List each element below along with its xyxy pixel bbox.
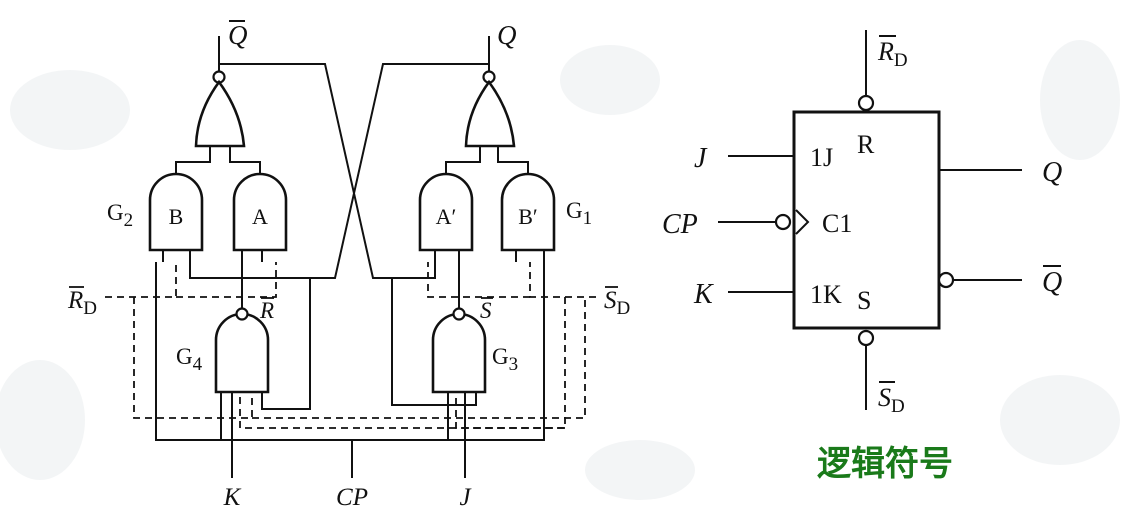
- g4-bubble: [235, 307, 249, 321]
- wire-b-to-nor: [175, 146, 211, 176]
- svg-text:Q: Q: [1042, 267, 1062, 298]
- r-node-label: R: [259, 297, 274, 323]
- svg-text:RD: RD: [877, 37, 908, 71]
- clock-bus: [155, 262, 545, 441]
- sd-label: SD: [604, 286, 630, 319]
- symbol-cp-bubble: [774, 213, 792, 231]
- q-label: Q: [497, 20, 517, 50]
- symbol-sd-bubble: [857, 329, 875, 347]
- feedback-qbar-to-aprime: [219, 63, 436, 279]
- symbol-qbar-bubble: [937, 271, 955, 289]
- g3-label: G3: [492, 344, 518, 375]
- g3-bubble: [452, 307, 466, 321]
- symbol-rd-label: RD: [877, 35, 908, 71]
- svg-text:S: S: [480, 298, 492, 323]
- wire-a-to-nor: [229, 146, 261, 176]
- and-gate-a: [232, 172, 288, 252]
- background-texture: [0, 40, 1120, 500]
- g1-label: G1: [566, 198, 592, 229]
- pin-r-label: R: [857, 130, 875, 159]
- g2-label: G2: [107, 200, 133, 231]
- qbar-label: Q: [228, 20, 248, 50]
- svg-text:SD: SD: [604, 287, 630, 319]
- symbol-sd-label: SD: [878, 381, 905, 417]
- wire-aprime-to-nor: [445, 146, 481, 176]
- gate-aprime-label: A′: [436, 204, 457, 229]
- svg-text:RD: RD: [67, 287, 97, 319]
- pin-c1-label: C1: [822, 209, 852, 238]
- symbol-box: [792, 110, 941, 330]
- symbol-rd-bubble: [857, 94, 875, 112]
- k-input-label: K: [223, 484, 242, 511]
- symbol-cp-label: CP: [662, 209, 698, 240]
- feedback-into-g4: [261, 278, 311, 410]
- gate-b-label: B: [169, 204, 184, 229]
- rd-label: RD: [67, 286, 97, 319]
- nor-gate-right: [464, 79, 516, 148]
- svg-text:R: R: [259, 298, 274, 323]
- symbol-k-label: K: [693, 279, 714, 310]
- g4-label: G4: [176, 344, 203, 375]
- pin-s-label: S: [857, 286, 871, 315]
- svg-text:SD: SD: [878, 383, 905, 417]
- nor-gate-left: [194, 79, 246, 148]
- gate-a-label: A: [252, 204, 268, 229]
- symbol-qbar-label: Q: [1042, 265, 1062, 298]
- sd-dashed-net: [529, 262, 596, 298]
- caption-logic-symbol: 逻辑符号: [817, 444, 953, 484]
- and-gate-b: [148, 172, 204, 252]
- svg-text:Q: Q: [228, 20, 248, 50]
- logic-symbol: RD SD R S 1J C1 1K J CP K Q Q 逻辑符号: [662, 30, 1062, 484]
- pin-1j-label: 1J: [810, 143, 833, 172]
- nand-gate-g4: [214, 312, 270, 394]
- wire-bprime-to-nor: [497, 146, 529, 176]
- gate-bprime-label: B′: [518, 204, 538, 229]
- feedback-into-g3: [391, 278, 477, 406]
- cp-input-label: CP: [336, 484, 368, 511]
- s-node-label: S: [480, 297, 493, 323]
- clock-edge-triangle: [795, 209, 810, 235]
- feedback-q-to-b: [189, 63, 489, 279]
- circuit: Q Q B A A′ B′ G2 G1 G4 G3 RD SD R S K CP…: [67, 20, 630, 511]
- nand-gate-g3: [431, 312, 487, 394]
- symbol-j-label: J: [694, 143, 708, 174]
- symbol-q-label: Q: [1042, 157, 1062, 188]
- rd-dashed-net: [105, 262, 177, 298]
- and-gate-bprime: [500, 172, 556, 252]
- pin-1k-label: 1K: [810, 280, 842, 309]
- and-gate-aprime: [418, 172, 474, 252]
- j-input-label: J: [459, 484, 472, 511]
